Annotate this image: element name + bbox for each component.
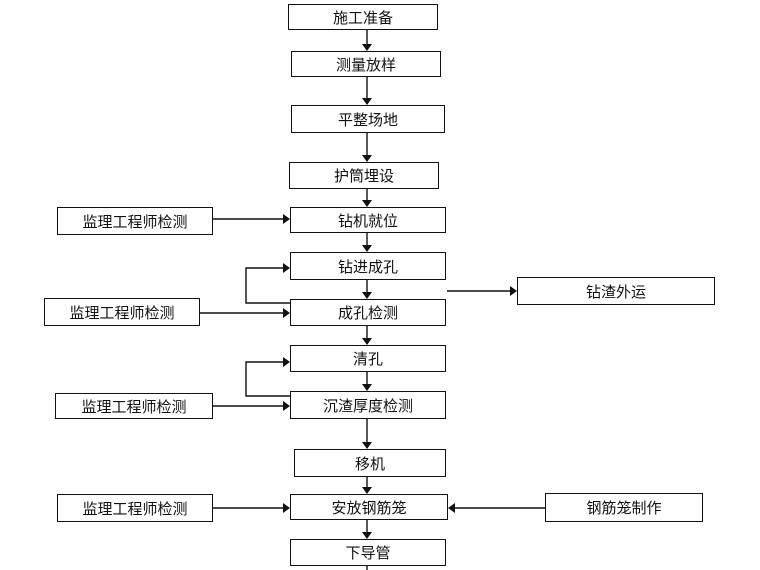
step-place-rebar-cage: 安放钢筋笼 <box>290 494 448 520</box>
slag-disposal-box: 钻渣外运 <box>517 277 715 305</box>
step-survey-layout: 测量放样 <box>291 51 441 77</box>
step-hole-cleaning: 清孔 <box>290 345 446 372</box>
inspection-box-1: 监理工程师检测 <box>57 207 213 235</box>
step-sediment-inspection: 沉渣厚度检测 <box>290 391 446 419</box>
step-casing-burial: 护筒埋设 <box>289 162 439 189</box>
step-hole-inspection: 成孔检测 <box>290 299 446 326</box>
inspection-box-2: 监理工程师检测 <box>44 298 200 326</box>
step-construction-prep: 施工准备 <box>288 4 438 30</box>
step-move-rig: 移机 <box>294 449 446 477</box>
step-rig-position: 钻机就位 <box>290 207 446 233</box>
inspection-box-4: 监理工程师检测 <box>57 494 213 522</box>
cage-fabrication-box: 钢筋笼制作 <box>545 493 703 522</box>
step-drill-hole: 钻进成孔 <box>290 252 446 280</box>
inspection-box-3: 监理工程师检测 <box>55 393 213 419</box>
step-level-site: 平整场地 <box>291 105 445 133</box>
step-lower-tremie: 下导管 <box>290 539 446 566</box>
